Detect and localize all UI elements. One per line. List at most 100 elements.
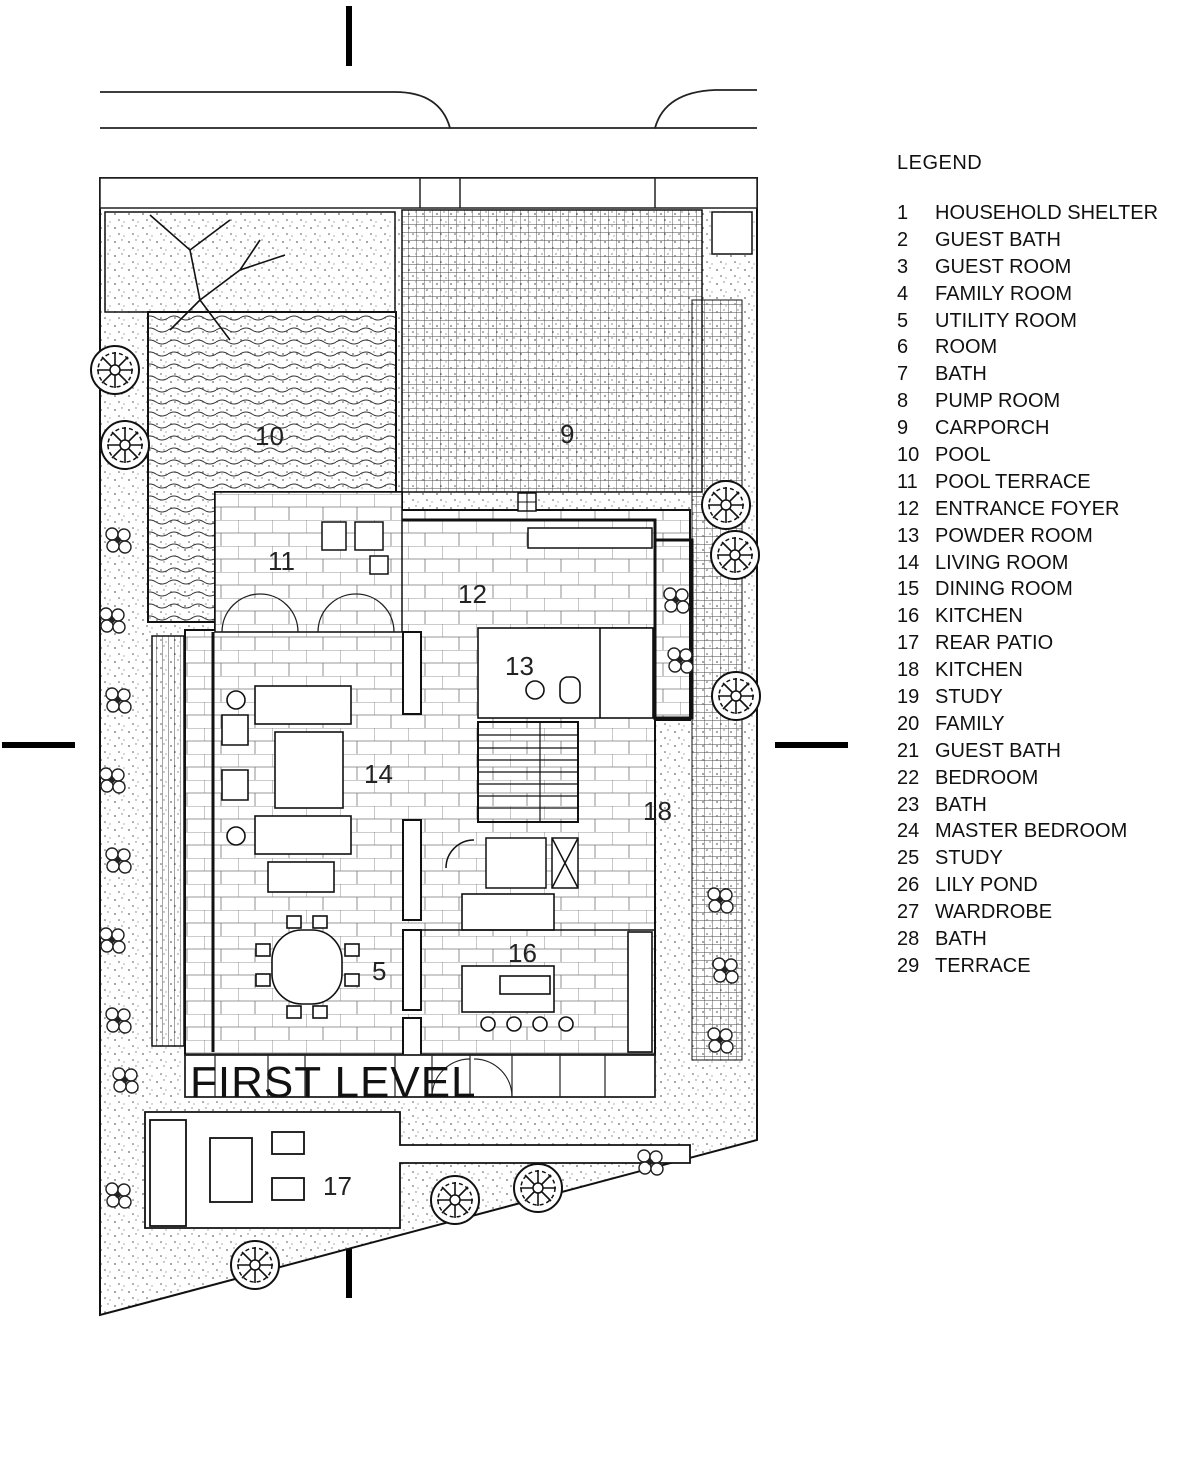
south-doors bbox=[184, 1054, 656, 1098]
legend-title: LEGEND bbox=[897, 152, 983, 174]
legend-item: 13 POWDER ROOM bbox=[897, 525, 1167, 552]
legend-item-label: KITCHEN bbox=[935, 659, 1023, 682]
partition-walls bbox=[402, 631, 422, 1057]
legend-item-number: 4 bbox=[897, 282, 909, 305]
legend-item: 28 BATH bbox=[897, 928, 1167, 955]
legend-item-number: 2 bbox=[897, 228, 909, 251]
plan-title: FIRST LEVEL bbox=[190, 1058, 477, 1107]
legend-item: 25 STUDY bbox=[897, 847, 1167, 874]
legend-item-label: KITCHEN bbox=[935, 605, 1023, 628]
legend-item-number: 21 bbox=[897, 739, 920, 762]
legend-item-label: LIVING ROOM bbox=[935, 551, 1069, 574]
legend-item-number: 16 bbox=[897, 605, 920, 628]
room-label-kitchen-wet: 18 bbox=[643, 796, 672, 826]
street-curb bbox=[100, 89, 757, 129]
room-label-rear-patio: 17 bbox=[323, 1171, 352, 1201]
staircase bbox=[477, 721, 579, 823]
legend-item-label: GUEST ROOM bbox=[935, 255, 1072, 278]
legend-item-label: BATH bbox=[935, 793, 987, 816]
legend-item: 11 POOL TERRACE bbox=[897, 471, 1167, 498]
legend-item-number: 12 bbox=[897, 497, 920, 520]
legend-item-number: 13 bbox=[897, 524, 920, 547]
legend-item-label: WARDROBE bbox=[935, 901, 1053, 924]
legend-item-label: DINING ROOM bbox=[935, 578, 1073, 601]
legend-item: 23 BATH bbox=[897, 794, 1167, 821]
legend-item-label: REAR PATIO bbox=[935, 632, 1054, 655]
legend-item-number: 3 bbox=[897, 255, 909, 278]
legend-item: 1 HOUSEHOLD SHELTER bbox=[897, 202, 1167, 229]
legend-item: 8 PUMP ROOM bbox=[897, 390, 1167, 417]
room-label-powder-room: 13 bbox=[505, 651, 534, 681]
legend-item-label: GUEST BATH bbox=[935, 228, 1061, 251]
legend-item: 5 UTILITY ROOM bbox=[897, 310, 1167, 337]
west-deck bbox=[151, 635, 185, 1047]
legend-item-number: 17 bbox=[897, 632, 920, 655]
room-label-entrance-foyer: 12 bbox=[458, 579, 487, 609]
legend-item-number: 7 bbox=[897, 363, 909, 386]
room-label-kitchen: 16 bbox=[508, 938, 537, 968]
top-strip bbox=[99, 177, 758, 209]
room-label-pool: 10 bbox=[255, 421, 284, 451]
legend-item-label: UTILITY ROOM bbox=[935, 309, 1077, 332]
legend-item-label: BATH bbox=[935, 928, 987, 951]
rear-patio bbox=[144, 1111, 691, 1229]
legend-item-label: POOL bbox=[935, 444, 991, 467]
legend-item: 15 DINING ROOM bbox=[897, 578, 1167, 605]
legend-item-number: 15 bbox=[897, 578, 920, 601]
room-label-dining: 5 bbox=[372, 956, 386, 986]
legend-item-label: BEDROOM bbox=[935, 766, 1039, 789]
legend-item-number: 9 bbox=[897, 417, 909, 440]
legend-item: 2 GUEST BATH bbox=[897, 229, 1167, 256]
room-label-pool-terrace: 11 bbox=[268, 546, 295, 576]
powder-room bbox=[477, 627, 654, 719]
legend-item-number: 27 bbox=[897, 901, 920, 924]
legend-item-label: POWDER ROOM bbox=[935, 524, 1093, 547]
terrace-doors bbox=[221, 593, 395, 633]
legend-item: 17 REAR PATIO bbox=[897, 632, 1167, 659]
legend-item-number: 10 bbox=[897, 444, 920, 467]
pantry bbox=[445, 837, 579, 889]
legend-item-number: 25 bbox=[897, 847, 920, 870]
legend-item-number: 29 bbox=[897, 954, 920, 977]
legend-item-label: POOL TERRACE bbox=[935, 470, 1091, 493]
legend-item-number: 6 bbox=[897, 336, 909, 359]
legend-item-label: GUEST BATH bbox=[935, 739, 1061, 762]
legend-item-label: STUDY bbox=[935, 847, 1003, 870]
legend-item-number: 5 bbox=[897, 309, 909, 332]
room-label-carporch: 9 bbox=[560, 419, 574, 449]
room-label-living-room: 14 bbox=[364, 759, 393, 789]
terrace-furniture bbox=[321, 521, 389, 575]
legend-item-label: MASTER BEDROOM bbox=[935, 820, 1128, 843]
legend-item-number: 8 bbox=[897, 390, 909, 413]
legend-item: 10 POOL bbox=[897, 444, 1167, 471]
legend-item-label: ROOM bbox=[935, 336, 998, 359]
legend-item-number: 23 bbox=[897, 793, 920, 816]
legend-item-number: 11 bbox=[897, 470, 918, 493]
legend-item-number: 18 bbox=[897, 659, 920, 682]
legend-item-number: 1 bbox=[897, 202, 909, 224]
kitchen-fixtures bbox=[421, 893, 655, 1053]
legend-item-number: 28 bbox=[897, 928, 920, 951]
feature-tree bbox=[149, 214, 286, 341]
carporch bbox=[401, 209, 703, 493]
room-labels: 10 9 11 12 13 14 5 18 16 17 bbox=[255, 419, 672, 1201]
legend-item: 12 ENTRANCE FOYER bbox=[897, 498, 1167, 525]
legend-item-label: FAMILY bbox=[935, 712, 1005, 735]
legend-item-label: PUMP ROOM bbox=[935, 390, 1061, 413]
legend-item: 24 MASTER BEDROOM bbox=[897, 820, 1167, 847]
legend-item-number: 24 bbox=[897, 820, 920, 843]
legend-item: 21 GUEST BATH bbox=[897, 740, 1167, 767]
legend-item: 3 GUEST ROOM bbox=[897, 256, 1167, 283]
legend-item-label: HOUSEHOLD SHELTER bbox=[935, 202, 1159, 224]
legend-item-label: ENTRANCE FOYER bbox=[935, 497, 1120, 520]
